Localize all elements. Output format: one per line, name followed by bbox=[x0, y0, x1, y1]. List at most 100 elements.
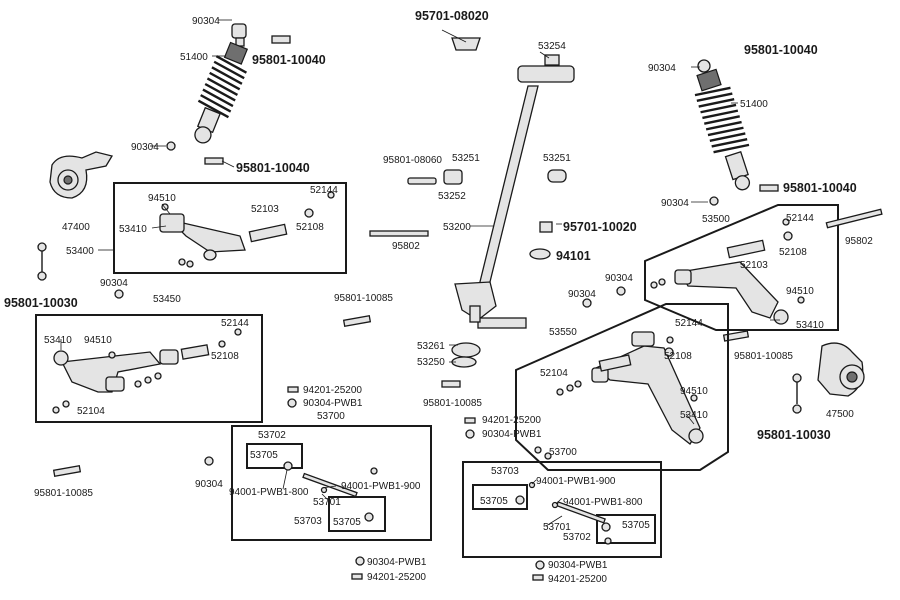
label-95801-10040-b: 95801-10040 bbox=[236, 161, 310, 175]
label-95801-10040-a: 95801-10040 bbox=[252, 53, 326, 67]
label-53251-b: 53251 bbox=[543, 153, 571, 164]
label-53500: 53500 bbox=[702, 214, 730, 225]
label-90304-pwb1-d: 90304-PWB1 bbox=[548, 560, 608, 571]
label-94001-pwb1-900-a: 94001-PWB1-900 bbox=[341, 481, 421, 492]
box-53400 bbox=[113, 182, 347, 274]
left-loose-bolts bbox=[52, 315, 372, 477]
label-53254: 53254 bbox=[538, 41, 566, 52]
label-90304-g: 90304 bbox=[648, 63, 676, 74]
label-95801-10085-a: 95801-10085 bbox=[334, 293, 393, 304]
label-53250: 53250 bbox=[417, 357, 445, 368]
left-shock-absorber bbox=[166, 23, 291, 165]
label-52144-c: 52144 bbox=[786, 213, 814, 224]
left-steering-knuckle bbox=[49, 151, 114, 199]
label-95801-10085-d: 95801-10085 bbox=[734, 351, 793, 362]
label-52103-a: 52103 bbox=[251, 204, 279, 215]
label-52104-b: 52104 bbox=[540, 368, 568, 379]
label-95801-10030-b: 95801-10030 bbox=[757, 428, 831, 442]
label-53400: 53400 bbox=[66, 246, 94, 257]
label-53700-a: 53700 bbox=[317, 411, 345, 422]
label-90304-a: 90304 bbox=[192, 16, 220, 27]
label-53705-c: 53705 bbox=[480, 496, 508, 507]
label-95801-10085-c: 95801-10085 bbox=[423, 398, 482, 409]
label-90304-f: 90304 bbox=[605, 273, 633, 284]
label-52108-c: 52108 bbox=[779, 247, 807, 258]
label-52144-a: 52144 bbox=[310, 185, 338, 196]
label-94510-d: 94510 bbox=[680, 386, 708, 397]
label-53550: 53550 bbox=[549, 327, 577, 338]
label-52108-a: 52108 bbox=[296, 222, 324, 233]
steering-column bbox=[451, 37, 575, 329]
label-53705-d: 53705 bbox=[622, 520, 650, 531]
label-94101: 94101 bbox=[556, 249, 591, 263]
right-tie-rod-set bbox=[515, 481, 612, 545]
label-51400-a: 51400 bbox=[180, 52, 208, 63]
label-95801-10040-c: 95801-10040 bbox=[744, 43, 818, 57]
label-90304-b: 90304 bbox=[131, 142, 159, 153]
label-94510-b: 94510 bbox=[84, 335, 112, 346]
label-90304-pwb1-c: 90304-PWB1 bbox=[482, 429, 542, 440]
label-94201-25200-b: 94201-25200 bbox=[367, 572, 426, 583]
label-52144-d: 52144 bbox=[675, 318, 703, 329]
center-hardware bbox=[369, 169, 626, 439]
label-94201-25200-c: 94201-25200 bbox=[482, 415, 541, 426]
label-53252: 53252 bbox=[438, 191, 466, 202]
label-51400-b: 51400 bbox=[740, 99, 768, 110]
label-52104-a: 52104 bbox=[77, 406, 105, 417]
box-53550 bbox=[515, 303, 729, 471]
label-53703-b: 53703 bbox=[491, 466, 519, 477]
box-53705-left-lower bbox=[328, 496, 386, 532]
label-90304-d: 90304 bbox=[195, 479, 223, 490]
label-53410-c: 53410 bbox=[796, 320, 824, 331]
right-shock-absorber bbox=[694, 59, 779, 206]
label-95801-08060: 95801-08060 bbox=[383, 155, 442, 166]
label-52103-b: 52103 bbox=[740, 260, 768, 271]
label-94201-25200-d: 94201-25200 bbox=[548, 574, 607, 585]
label-53701-b: 53701 bbox=[543, 522, 571, 533]
label-95802-b: 95802 bbox=[845, 236, 873, 247]
label-95801-10040-d: 95801-10040 bbox=[783, 181, 857, 195]
label-47500: 47500 bbox=[826, 409, 854, 420]
label-53703-a: 53703 bbox=[294, 516, 322, 527]
label-52108-b: 52108 bbox=[211, 351, 239, 362]
label-53702-b: 53702 bbox=[563, 532, 591, 543]
box-53700-right bbox=[462, 461, 662, 558]
label-53251-a: 53251 bbox=[452, 153, 480, 164]
label-53261: 53261 bbox=[417, 341, 445, 352]
leader-lines bbox=[60, 19, 780, 527]
label-95701-08020: 95701-08020 bbox=[415, 9, 489, 23]
left-tie-rod-set bbox=[283, 386, 378, 522]
box-53705-right-upper bbox=[472, 484, 528, 510]
label-53410-a: 53410 bbox=[119, 224, 147, 235]
label-94201-25200-a: 94201-25200 bbox=[303, 385, 362, 396]
label-47400: 47400 bbox=[62, 222, 90, 233]
part-labels: 90304 51400 95801-10040 90304 95801-1004… bbox=[4, 9, 873, 585]
label-94001-pwb1-900-b: 94001-PWB1-900 bbox=[536, 476, 616, 487]
label-53705-a: 53705 bbox=[250, 450, 278, 461]
label-53410-b: 53410 bbox=[44, 335, 72, 346]
label-53450: 53450 bbox=[153, 294, 181, 305]
box-53700-left bbox=[231, 425, 432, 541]
label-90304-e: 90304 bbox=[568, 289, 596, 300]
label-53200: 53200 bbox=[443, 222, 471, 233]
label-53410-d: 53410 bbox=[680, 410, 708, 421]
right-steering-knuckle bbox=[817, 342, 865, 397]
label-90304-h: 90304 bbox=[661, 198, 689, 209]
label-94001-pwb1-800-b: 94001-PWB1-800 bbox=[563, 497, 643, 508]
box-53500 bbox=[644, 204, 839, 331]
right-lower-a-arm bbox=[534, 331, 704, 460]
label-52108-d: 52108 bbox=[664, 351, 692, 362]
label-90304-pwb1-b: 90304-PWB1 bbox=[367, 557, 427, 568]
label-95802-a: 95802 bbox=[392, 241, 420, 252]
label-95801-10085-b: 95801-10085 bbox=[34, 488, 93, 499]
left-bolts bbox=[37, 242, 124, 299]
right-long-bolt bbox=[825, 208, 883, 229]
box-53705-right-lower bbox=[596, 514, 656, 544]
box-53705-left-upper bbox=[246, 443, 303, 469]
label-53700-b: 53700 bbox=[549, 447, 577, 458]
label-90304-c: 90304 bbox=[100, 278, 128, 289]
label-94510-a: 94510 bbox=[148, 193, 176, 204]
label-52144-b: 52144 bbox=[221, 318, 249, 329]
label-53705-b: 53705 bbox=[333, 517, 361, 528]
box-53450 bbox=[35, 314, 263, 423]
